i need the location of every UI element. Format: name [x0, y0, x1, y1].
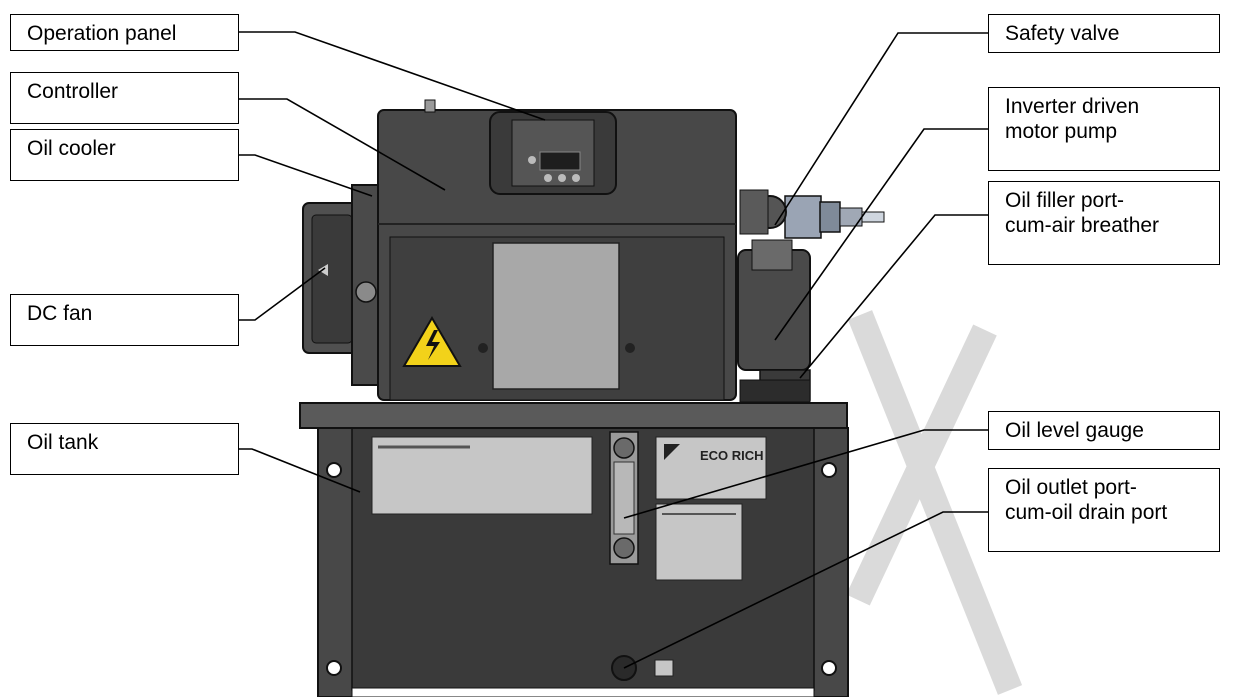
- brand-logo-icon: [664, 444, 680, 460]
- safety-valve-body: [739, 189, 885, 239]
- leader-lines: [239, 31, 988, 669]
- operation-panel-body: [489, 111, 617, 195]
- warning-icon: [402, 316, 462, 367]
- oil-tank-body: [317, 427, 849, 697]
- label-controller: Controller: [10, 72, 239, 124]
- label-operation-panel: Operation panel: [10, 14, 239, 51]
- label-oil-cooler: Oil cooler: [10, 129, 239, 181]
- watermark-x: [846, 310, 1023, 695]
- label-oil-filler: Oil filler port- cum-air breather: [988, 181, 1220, 265]
- label-oil-tank: Oil tank: [10, 423, 239, 475]
- label-safety-valve: Safety valve: [988, 14, 1220, 53]
- label-inverter-pump: Inverter driven motor pump: [988, 87, 1220, 171]
- controller-body: [377, 99, 737, 401]
- label-oil-level-gauge: Oil level gauge: [988, 411, 1220, 450]
- motor-pump-body: [737, 239, 811, 403]
- base-plate: [299, 402, 848, 429]
- dc-fan-body: [302, 202, 362, 354]
- brand-text: ECO RICH: [700, 448, 764, 463]
- label-dc-fan: DC fan: [10, 294, 239, 346]
- label-oil-outlet: Oil outlet port- cum-oil drain port: [988, 468, 1220, 552]
